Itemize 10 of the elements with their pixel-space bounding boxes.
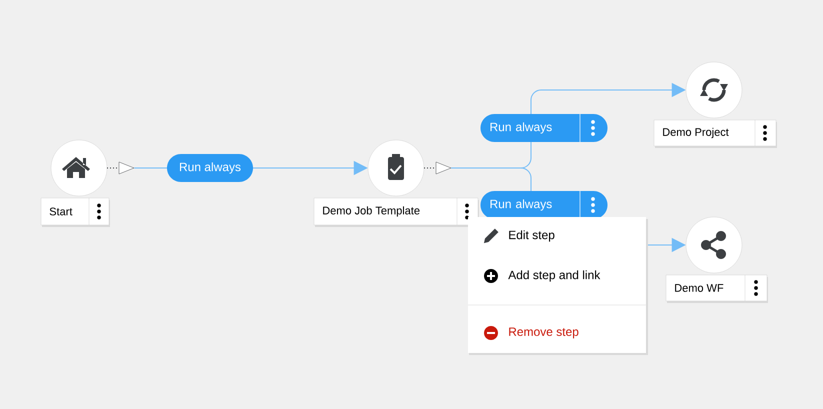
node-circle [686, 62, 742, 118]
menu-item: Remove step [509, 328, 578, 338]
node-label: Demo Job Template [314, 198, 479, 227]
node-label: Start [40, 198, 110, 227]
node-label: Demo Project [654, 120, 777, 148]
edge-label: Run always [480, 114, 608, 142]
node-circle [686, 216, 742, 274]
menu-item: Edit step [509, 230, 554, 242]
menu-item: Add step and link [508, 270, 600, 282]
node-label: Demo WF [666, 274, 768, 303]
